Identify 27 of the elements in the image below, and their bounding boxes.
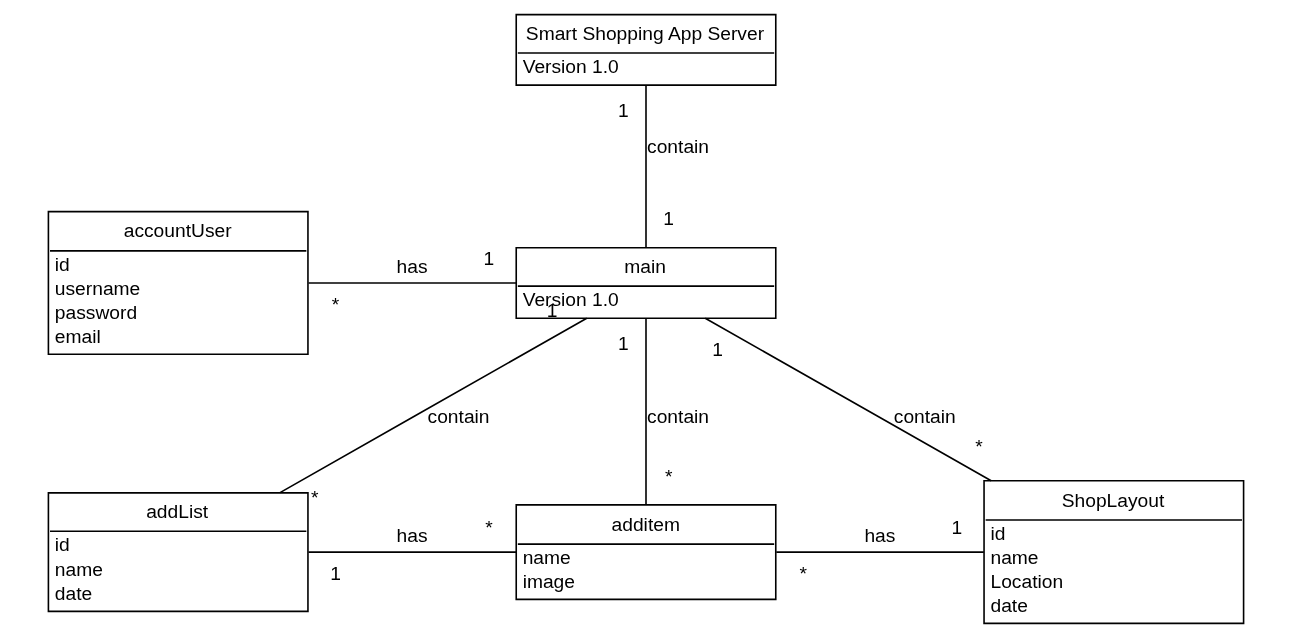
label: 1 [617, 333, 629, 355]
label: * [485, 517, 493, 539]
edge-label: has [396, 255, 428, 277]
connector [645, 317, 647, 506]
connector [645, 84, 647, 249]
label: * [799, 562, 808, 584]
connector [279, 317, 588, 494]
edge-label: contain [647, 136, 710, 158]
connector [307, 282, 517, 284]
edge-label: contain [893, 405, 956, 427]
edge-label: contain [427, 405, 490, 427]
connector [704, 317, 992, 482]
label: 1 [712, 339, 723, 361]
label: 1 [617, 100, 629, 122]
edge-label: has [396, 524, 428, 546]
edge-label: contain [647, 405, 710, 427]
label: * [975, 435, 983, 457]
label: 1 [330, 562, 341, 584]
label: 1 [663, 208, 675, 230]
connector [307, 551, 517, 553]
label: * [331, 293, 340, 315]
label: * [664, 465, 673, 487]
edge-label: has [864, 524, 896, 546]
label: * [310, 486, 319, 508]
label: 1 [483, 248, 495, 270]
connector [775, 551, 985, 553]
label: 1 [951, 517, 963, 539]
